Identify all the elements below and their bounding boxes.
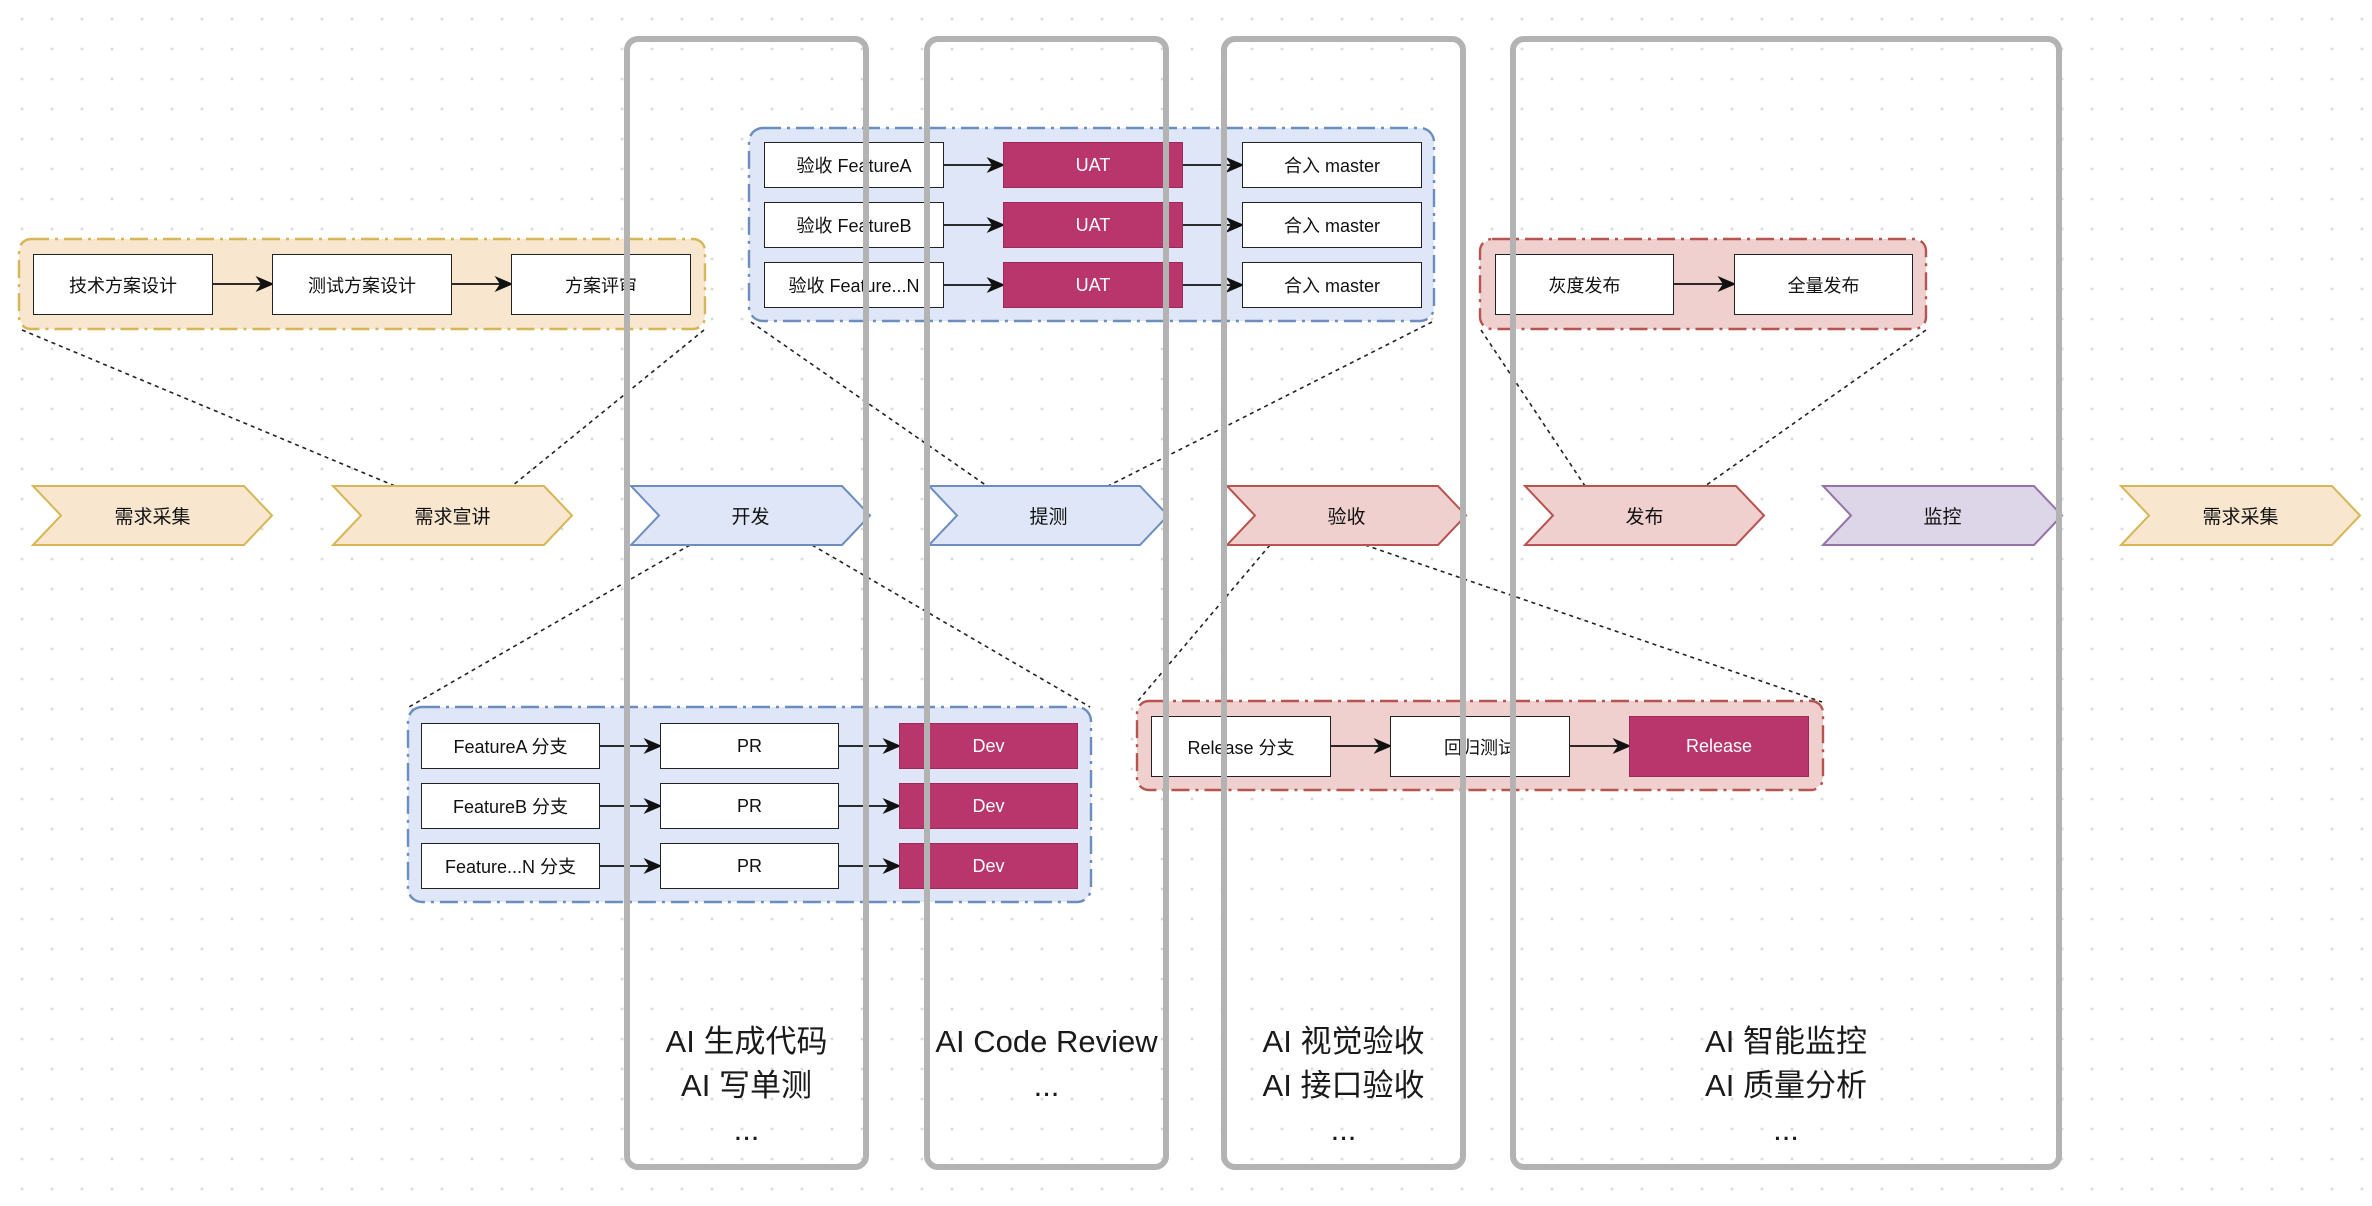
- arrowhead-icon: [1612, 737, 1632, 755]
- arrowhead-icon: [882, 857, 902, 875]
- ai-frame-acceptance-label: AI 视觉验收 AI 接口验收 ...: [1221, 1020, 1466, 1152]
- phase-chevron-7[interactable]: [2118, 485, 2362, 546]
- pr-a[interactable]: PR: [660, 723, 839, 769]
- ai-capability-more: ...: [733, 1112, 760, 1147]
- acceptance-group-border: [747, 126, 1436, 323]
- connector-line: [408, 544, 691, 708]
- uat-b[interactable]: UAT: [1003, 202, 1183, 248]
- arrowhead-icon: [986, 216, 1006, 234]
- regression-group-border: [1135, 699, 1825, 792]
- accept-feature-b[interactable]: 验收 FeatureB: [764, 202, 944, 248]
- merge-master-n[interactable]: 合入 master: [1242, 262, 1422, 308]
- merge-master-a[interactable]: 合入 master: [1242, 142, 1422, 188]
- ai-frame-dev-label: AI 生成代码 AI 写单测 ...: [624, 1020, 869, 1152]
- arrowhead-icon: [1373, 737, 1393, 755]
- merge-master-b[interactable]: 合入 master: [1242, 202, 1422, 248]
- accept-feature-a[interactable]: 验收 FeatureA: [764, 142, 944, 188]
- arrowhead-icon: [643, 737, 663, 755]
- phase-label: 需求采集: [2202, 507, 2279, 528]
- branch-feature-a[interactable]: FeatureA 分支: [421, 723, 600, 769]
- ai-capability-more: ...: [1033, 1068, 1060, 1103]
- ai-capability: AI 智能监控: [1705, 1024, 1867, 1059]
- arrowhead-icon: [882, 797, 902, 815]
- ai-frame-monitor: [1510, 36, 2062, 1170]
- ai-capability-more: ...: [1330, 1112, 1357, 1147]
- connector-line: [811, 544, 1091, 708]
- arrowhead-icon: [882, 737, 902, 755]
- step-full-release[interactable]: 全量发布: [1734, 254, 1913, 315]
- phase-chevron-5[interactable]: [1522, 485, 1766, 546]
- connector-line: [1704, 329, 1927, 487]
- pr-n[interactable]: PR: [660, 843, 839, 889]
- phase-chevron-2[interactable]: [628, 485, 872, 546]
- ai-frame-monitor-label: AI 智能监控 AI 质量分析 ...: [1510, 1020, 2062, 1152]
- ai-frame-dev: [624, 36, 869, 1170]
- step-canary-release[interactable]: 灰度发布: [1495, 254, 1674, 315]
- pr-b[interactable]: PR: [660, 783, 839, 829]
- phase-label: 监控: [1923, 507, 1962, 528]
- arrowhead-icon: [1225, 216, 1245, 234]
- arrowhead-icon: [1225, 156, 1245, 174]
- ai-capability: AI Code Review: [935, 1024, 1158, 1059]
- connector-line: [1364, 544, 1823, 703]
- phase-chevron-1[interactable]: [330, 485, 574, 546]
- phase-label: 提测: [1029, 507, 1068, 528]
- ai-capability: AI 质量分析: [1705, 1068, 1867, 1103]
- uat-n[interactable]: UAT: [1003, 262, 1183, 308]
- dev-group-border: [406, 705, 1093, 904]
- step-design-review[interactable]: 方案评审: [511, 254, 691, 315]
- arrowhead-icon: [1225, 276, 1245, 294]
- phase-chevron-0[interactable]: [30, 485, 274, 546]
- connector-line: [1136, 544, 1271, 703]
- arrowhead-icon: [643, 797, 663, 815]
- phase-label: 发布: [1625, 507, 1664, 528]
- release-group-border: [1478, 237, 1928, 331]
- step-test-design[interactable]: 测试方案设计: [272, 254, 452, 315]
- arrowhead-icon: [986, 156, 1006, 174]
- uat-a[interactable]: UAT: [1003, 142, 1183, 188]
- connector-line: [21, 329, 396, 487]
- release-branch[interactable]: Release 分支: [1151, 716, 1331, 777]
- ai-capability: AI 生成代码: [665, 1024, 828, 1059]
- arrowhead-icon: [643, 857, 663, 875]
- phase-label: 开发: [731, 507, 770, 528]
- ai-frame-review-label: AI Code Review ...: [924, 1020, 1169, 1108]
- step-tech-design[interactable]: 技术方案设计: [33, 254, 213, 315]
- phase-label: 验收: [1327, 507, 1366, 528]
- phase-label: 需求宣讲: [414, 507, 491, 528]
- release-node[interactable]: Release: [1629, 716, 1809, 777]
- connector-line: [511, 329, 705, 487]
- ai-frame-review: [924, 36, 1169, 1170]
- arrowhead-icon: [986, 276, 1006, 294]
- arrowhead-icon: [1717, 275, 1737, 293]
- ai-capability: AI 接口验收: [1262, 1068, 1425, 1103]
- ai-capability: AI 视觉验收: [1262, 1024, 1425, 1059]
- ai-capability-more: ...: [1773, 1112, 1799, 1147]
- ai-capability: AI 写单测: [681, 1068, 812, 1103]
- ai-frame-acceptance: [1221, 36, 1466, 1170]
- branch-feature-b[interactable]: FeatureB 分支: [421, 783, 600, 829]
- arrowhead-icon: [494, 275, 514, 293]
- design-group-border: [17, 237, 707, 331]
- accept-feature-n[interactable]: 验收 Feature...N: [764, 262, 944, 308]
- arrowhead-icon: [255, 275, 275, 293]
- phase-label: 需求采集: [114, 507, 191, 528]
- phase-chevron-6[interactable]: [1820, 485, 2064, 546]
- phase-chevron-3[interactable]: [926, 485, 1170, 546]
- branch-feature-n[interactable]: Feature...N 分支: [421, 843, 600, 889]
- phase-chevron-4[interactable]: [1224, 485, 1468, 546]
